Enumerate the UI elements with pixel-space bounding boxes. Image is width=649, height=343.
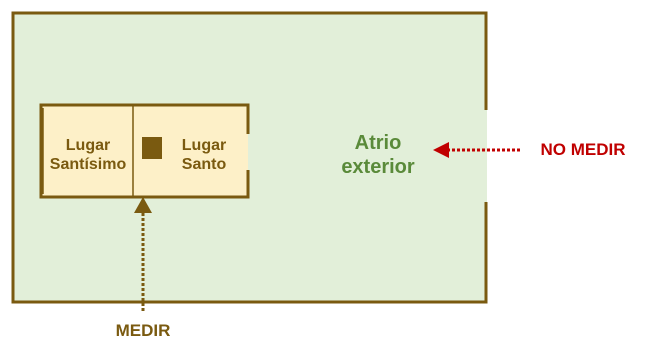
outer-court-label: Atrio exterior: [341, 131, 414, 179]
measure-arrow-head: [134, 197, 152, 213]
holy-place-label-line1: Lugar: [181, 136, 227, 154]
holy-of-holies-label: Lugar Santísimo: [50, 136, 126, 174]
holy-place-label: Lugar Santo: [182, 136, 226, 174]
sanctuary-wall: [39, 103, 250, 199]
outer-court-label-line2: exterior: [341, 156, 415, 178]
no-measure-arrow-head: [433, 142, 449, 158]
no-measure-label: NO MEDIR: [540, 139, 626, 159]
holy-place-label-line2: Santo: [181, 156, 227, 173]
measure-label: MEDIR: [115, 320, 171, 340]
holy-of-holies-label-line1: Lugar: [65, 136, 111, 154]
outer-court-label-line1: Atrio: [354, 132, 402, 154]
outer-court-wall: [11, 11, 488, 304]
altar: [142, 137, 162, 159]
holy-of-holies-label-line2: Santísimo: [49, 156, 127, 173]
